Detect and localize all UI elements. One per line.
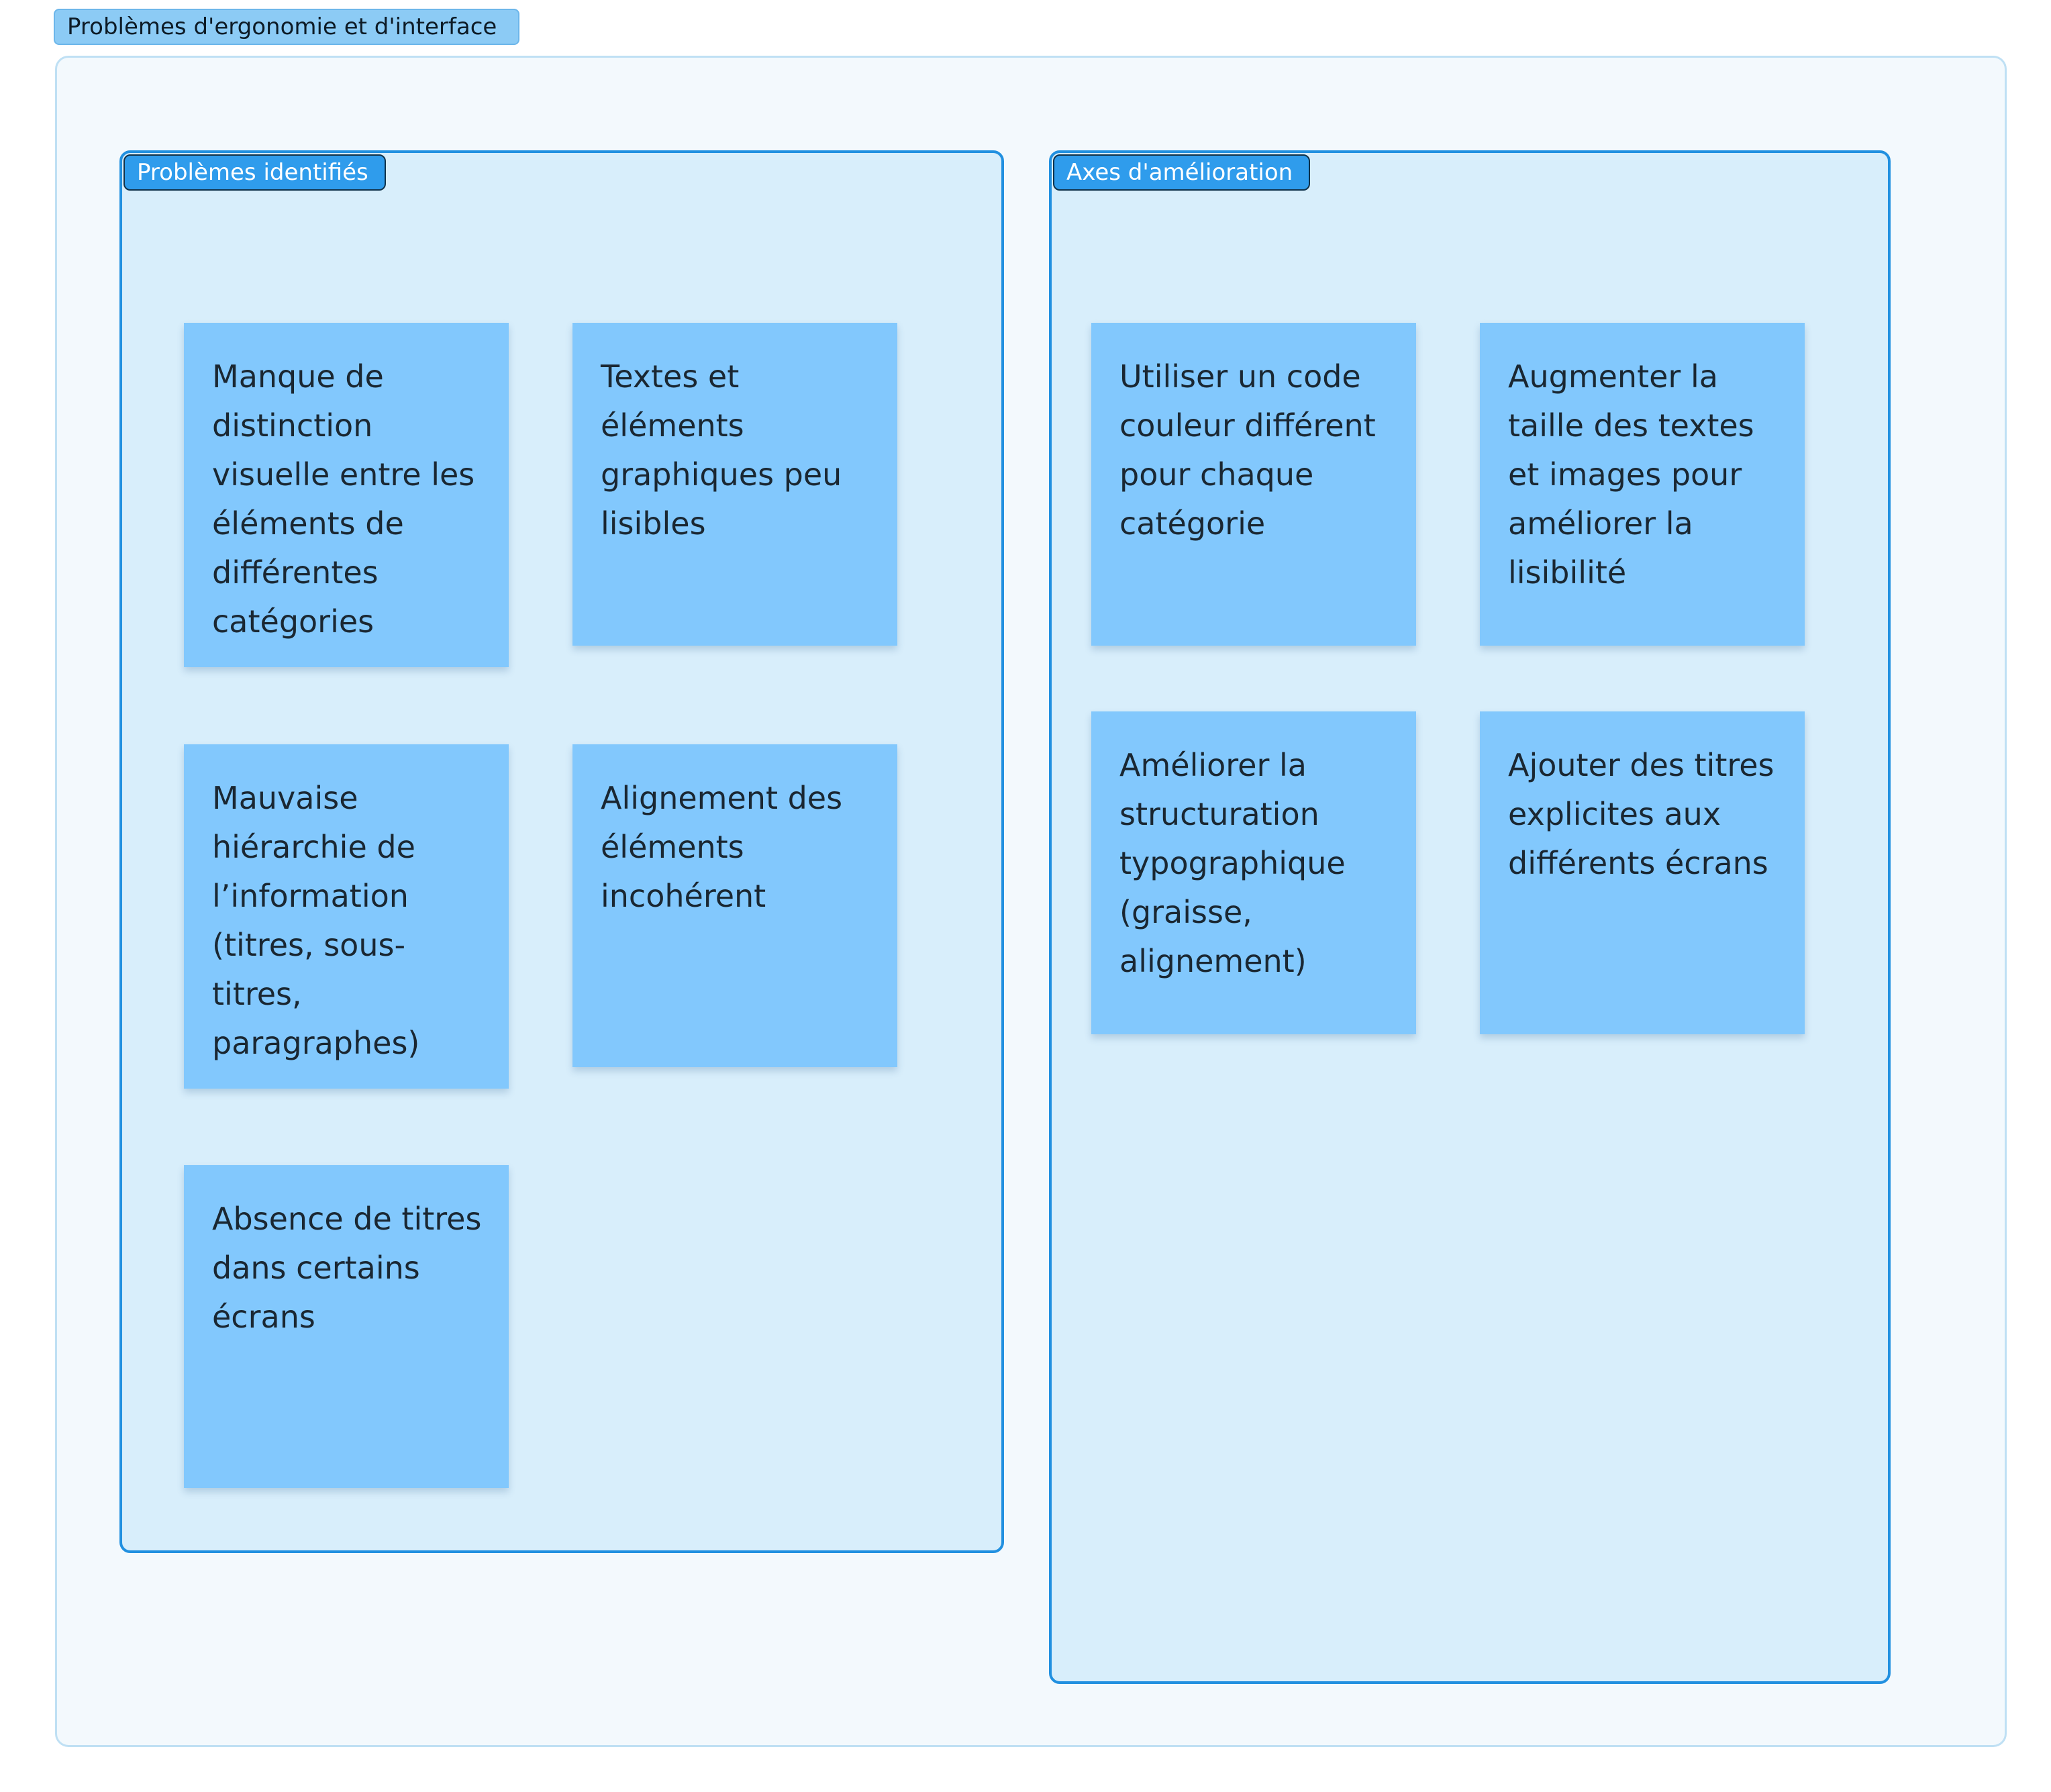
sticky-note-text: Utiliser un code couleur différent pour … bbox=[1119, 358, 1376, 542]
section-problems-identified-tag[interactable]: Problèmes identifiés bbox=[123, 154, 386, 191]
sticky-note-color-code[interactable]: Utiliser un code couleur différent pour … bbox=[1091, 323, 1416, 646]
sticky-note-explicit-titles[interactable]: Ajouter des titres explicites aux différ… bbox=[1480, 711, 1805, 1034]
sticky-note-readability[interactable]: Textes et éléments graphiques peu lisibl… bbox=[572, 323, 897, 646]
sticky-note-text: Alignement des éléments incohérent bbox=[601, 780, 843, 914]
sticky-note-text: Mauvaise hiérarchie de l’information (ti… bbox=[212, 780, 420, 1061]
sticky-note-text: Augmenter la taille des textes et images… bbox=[1508, 358, 1754, 591]
board-title[interactable]: Problèmes d'ergonomie et d'interface bbox=[54, 9, 520, 45]
sticky-note-text: Améliorer la structuration typographique… bbox=[1119, 747, 1346, 979]
sticky-note-text: Ajouter des titres explicites aux différ… bbox=[1508, 747, 1774, 881]
sticky-note-visual-distinction[interactable]: Manque de distinction visuelle entre les… bbox=[184, 323, 509, 667]
sticky-note-text: Manque de distinction visuelle entre les… bbox=[212, 358, 475, 640]
sticky-note-text-size[interactable]: Augmenter la taille des textes et images… bbox=[1480, 323, 1805, 646]
sticky-note-alignment[interactable]: Alignement des éléments incohérent bbox=[572, 744, 897, 1067]
sticky-note-text: Absence de titres dans certains écrans bbox=[212, 1201, 482, 1335]
sticky-note-information-hierarchy[interactable]: Mauvaise hiérarchie de l’information (ti… bbox=[184, 744, 509, 1089]
section-improvement-axes-tag[interactable]: Axes d'amélioration bbox=[1053, 154, 1311, 191]
sticky-note-typography[interactable]: Améliorer la structuration typographique… bbox=[1091, 711, 1416, 1034]
sticky-note-text: Textes et éléments graphiques peu lisibl… bbox=[601, 358, 842, 542]
sticky-note-missing-titles[interactable]: Absence de titres dans certains écrans bbox=[184, 1165, 509, 1488]
